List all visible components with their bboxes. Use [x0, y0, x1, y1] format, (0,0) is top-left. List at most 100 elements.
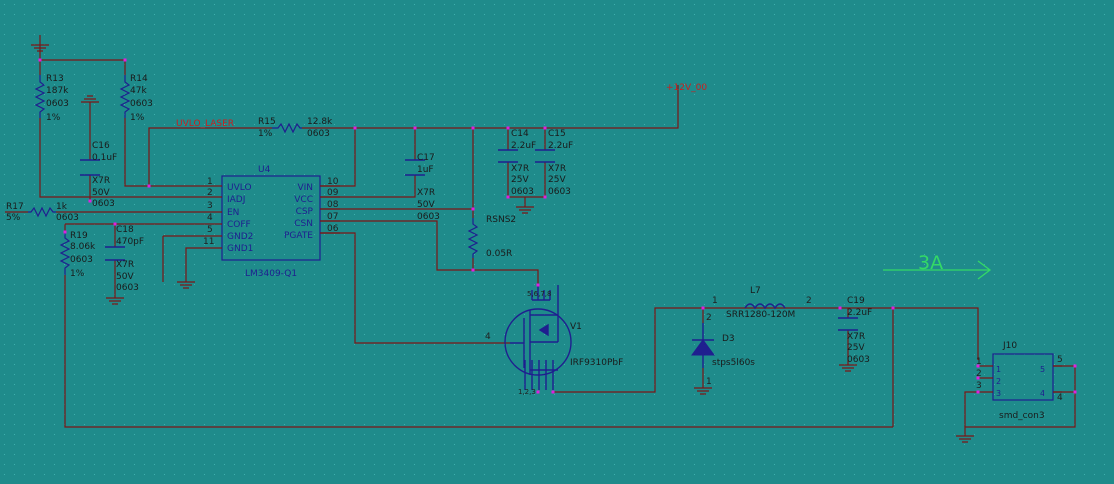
net-label-uvlo-laser: UVLO_LASER [176, 119, 234, 129]
c14-dielectric: X7R [511, 164, 529, 174]
junction-dot [891, 306, 895, 310]
c15-dielectric: X7R [548, 164, 566, 174]
u4-pin-name-csp: CSP [296, 207, 314, 217]
junction-dot [506, 195, 510, 199]
j10-connector[interactable] [978, 353, 1062, 401]
junction-dot [838, 306, 842, 310]
c18-voltage: 50V [116, 272, 134, 282]
r14-value: 47k [130, 86, 147, 96]
d3-value: stps5l60s [712, 358, 755, 368]
u4-pin-num-10: 10 [327, 177, 339, 187]
rsns2-symbol[interactable] [467, 218, 479, 258]
c19-value: 2.2uF [847, 308, 872, 318]
r17-symbol[interactable] [28, 206, 56, 218]
u4-pin-num-08: 08 [327, 200, 339, 210]
r15-tolerance: 1% [258, 129, 273, 139]
j10-outer-pin-3: 3 [976, 381, 982, 391]
c15-symbol[interactable] [535, 149, 555, 163]
c19-dielectric: X7R [847, 332, 865, 342]
ground-symbol-gnd [177, 281, 195, 289]
u4-pin-name-vin: VIN [297, 183, 313, 193]
c19-voltage: 25V [847, 343, 865, 353]
j10-outer-pin-2: 2 [976, 369, 982, 379]
junction-dot [543, 195, 547, 199]
u4-pin-name-gnd2: GND2 [227, 232, 253, 242]
l7-inductor[interactable] [744, 303, 786, 310]
r13-value: 187k [46, 86, 69, 96]
junction-dot [147, 184, 151, 188]
u4-pin-name-vcc: VCC [294, 195, 313, 205]
c16-dielectric: X7R [92, 176, 110, 186]
junction-dot [88, 199, 92, 203]
u4-pin-num-4: 4 [207, 213, 213, 223]
c19-ref: C19 [847, 296, 865, 306]
u4-ic[interactable] [200, 175, 340, 261]
c19-symbol[interactable] [838, 317, 858, 331]
j10-ref: J10 [1002, 341, 1017, 351]
u4-pin-num-07: 07 [327, 212, 338, 222]
ground-symbol-c18 [106, 297, 124, 305]
j10-outer-pin-5: 5 [1057, 355, 1063, 365]
j10-outer-pin-4: 4 [1057, 393, 1063, 403]
net-label-12v: +12V_00 [666, 83, 707, 93]
j10-inner-pin-1: 1 [996, 365, 1001, 374]
u4-pin-num-1: 1 [207, 177, 213, 187]
junction-dot [701, 306, 705, 310]
j10-inner-pin-5: 5 [1040, 365, 1045, 374]
rsns2-value: 0.05R [486, 249, 512, 259]
u4-pin-num-5: 5 [207, 225, 213, 235]
r19-ref: R19 [70, 231, 88, 241]
c18-symbol[interactable] [105, 246, 125, 261]
junction-dot [123, 58, 127, 62]
r19-tolerance: 1% [70, 269, 85, 279]
v1-ref: V1 [570, 322, 582, 332]
u4-pin-num-11: 11 [203, 237, 214, 247]
r15-symbol[interactable] [272, 122, 302, 134]
r14-symbol[interactable] [119, 75, 131, 118]
junction-dot [976, 376, 980, 380]
junction-dots [38, 58, 1077, 394]
r14-package: 0603 [130, 99, 153, 109]
c17-ref: C17 [417, 153, 435, 163]
c16-value: 0.1uF [92, 153, 117, 163]
c16-symbol[interactable] [80, 159, 100, 176]
r14-tolerance: 1% [130, 113, 145, 123]
r17-tolerance: 5% [6, 213, 21, 223]
c18-value: 470pF [116, 237, 144, 247]
c17-value: 1uF [417, 165, 434, 175]
c19-package: 0603 [847, 355, 870, 365]
ground-symbol-c16 [81, 95, 99, 112]
d3-diode[interactable] [691, 323, 715, 368]
v1-bottom-pins: 1,2,3 [518, 388, 536, 396]
d3-pin2: 2 [706, 313, 712, 323]
junction-dot [543, 126, 547, 130]
junction-dot [471, 126, 475, 130]
u4-pin-name-gnd1: GND1 [227, 244, 253, 254]
ground-symbol-c19 [839, 364, 857, 372]
u4-pin-num-06: 06 [327, 224, 339, 234]
junction-dot [1073, 390, 1077, 394]
r13-symbol[interactable] [34, 75, 46, 118]
r13-ref: R13 [46, 74, 64, 84]
ground-symbol-d3 [694, 387, 712, 395]
c14-symbol[interactable] [498, 149, 518, 163]
c17-voltage: 50V [417, 200, 435, 210]
c18-package: 0603 [116, 283, 139, 293]
current-label: 3A [918, 252, 943, 274]
junction-dot [38, 58, 42, 62]
r19-symbol[interactable] [59, 232, 71, 275]
u4-pin-name-iadj: IADJ [227, 195, 245, 205]
c17-symbol[interactable] [405, 159, 425, 176]
v1-gate-pin: 4 [485, 332, 491, 342]
junction-dot [471, 268, 475, 272]
l7-value: SRR1280-120M [726, 310, 795, 320]
c16-ref: C16 [92, 141, 110, 151]
junction-dot [413, 126, 417, 130]
u4-value: LM3409-Q1 [245, 269, 297, 279]
l7-pin2: 2 [806, 296, 812, 306]
r19-value: 8.06k [70, 242, 96, 252]
c14-value: 2.2uF [511, 141, 536, 151]
v1-mosfet[interactable] [504, 285, 572, 390]
